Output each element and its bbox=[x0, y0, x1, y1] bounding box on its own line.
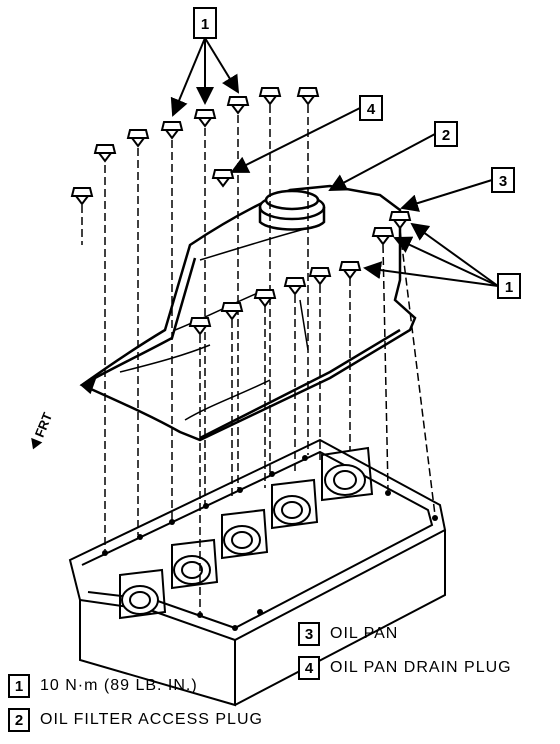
bolt-heads bbox=[70, 87, 412, 336]
legend-item-2: 2 OIL FILTER ACCESS PLUG bbox=[8, 708, 263, 732]
bearing-caps bbox=[119, 446, 374, 620]
legend-label: OIL FILTER ACCESS PLUG bbox=[40, 711, 263, 728]
callout-2: 2 bbox=[434, 121, 458, 147]
callout-4: 4 bbox=[359, 95, 383, 121]
pan-bolts bbox=[70, 87, 436, 612]
legend-label: OIL PAN DRAIN PLUG bbox=[330, 659, 512, 676]
svg-text:4: 4 bbox=[367, 101, 376, 118]
legend-item-4: 4 OIL PAN DRAIN PLUG bbox=[298, 656, 512, 680]
legend-item-1: 1 10 N·m (89 LB. IN.) bbox=[8, 674, 198, 698]
callout-leaders bbox=[170, 37, 499, 287]
svg-text:1: 1 bbox=[201, 16, 209, 33]
legend-label: OIL PAN bbox=[330, 625, 399, 642]
svg-text:1: 1 bbox=[505, 279, 513, 296]
legend-number: 1 bbox=[8, 674, 30, 698]
svg-text:3: 3 bbox=[499, 173, 507, 190]
callout-1-top: 1 bbox=[193, 7, 217, 39]
front-direction-indicator: FRT bbox=[31, 410, 55, 450]
engine-block bbox=[68, 438, 447, 707]
legend-item-3: 3 OIL PAN bbox=[298, 622, 398, 646]
front-arrow-icon bbox=[31, 437, 43, 450]
legend-number: 2 bbox=[8, 708, 30, 732]
legend-number: 4 bbox=[298, 656, 320, 680]
svg-text:2: 2 bbox=[442, 127, 450, 144]
callout-3: 3 bbox=[491, 167, 515, 193]
callout-1-right: 1 bbox=[497, 273, 521, 299]
oil-pan bbox=[79, 184, 417, 442]
legend-label: 10 N·m (89 LB. IN.) bbox=[40, 677, 198, 694]
legend-number: 3 bbox=[298, 622, 320, 646]
svg-text:FRT: FRT bbox=[32, 410, 55, 439]
flange-bolt-holes bbox=[102, 455, 438, 631]
